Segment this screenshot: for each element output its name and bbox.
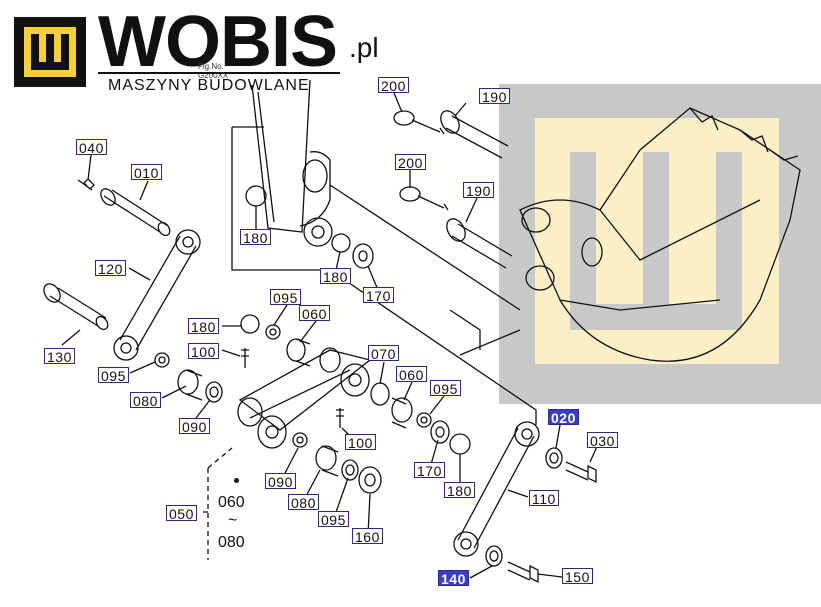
h-link <box>238 349 372 431</box>
part-label-130[interactable]: 130 <box>44 348 75 365</box>
part-label-030[interactable]: 030 <box>587 432 618 449</box>
part-label-090-b[interactable]: 090 <box>265 473 296 490</box>
part-label-020[interactable]: 020 <box>548 409 579 426</box>
part-label-095-b[interactable]: 095 <box>270 289 301 306</box>
pin-130 <box>49 287 107 327</box>
part-label-170-a[interactable]: 170 <box>363 287 394 304</box>
figure-number-label: Fig.No. <box>198 62 224 71</box>
part-label-010[interactable]: 010 <box>131 164 162 181</box>
part-label-100-a[interactable]: 100 <box>188 343 219 360</box>
part-label-070[interactable]: 070 <box>368 345 399 362</box>
part-label-050[interactable]: 050 <box>166 505 197 522</box>
part-label-080-b[interactable]: 080 <box>288 494 319 511</box>
boom-arm <box>251 79 311 233</box>
pin-010 <box>103 189 169 233</box>
range-note-tilde: ~ <box>228 512 238 529</box>
part-label-160[interactable]: 160 <box>352 528 383 545</box>
part-label-090-a[interactable]: 090 <box>179 418 210 435</box>
part-label-180-d[interactable]: 180 <box>444 482 475 499</box>
part-label-180-b[interactable]: 180 <box>240 229 271 246</box>
part-label-095-a[interactable]: 095 <box>98 367 129 384</box>
part-label-200-b[interactable]: 200 <box>395 154 426 171</box>
part-label-040[interactable]: 040 <box>76 139 107 156</box>
bucket <box>519 107 801 362</box>
part-label-120[interactable]: 120 <box>95 260 126 277</box>
part-label-170-b[interactable]: 170 <box>414 462 445 479</box>
part-label-100-b[interactable]: 100 <box>345 434 376 451</box>
range-note-to: 080 <box>218 534 245 551</box>
part-label-095-c[interactable]: 095 <box>430 380 461 397</box>
part-label-060-b[interactable]: 060 <box>396 366 427 383</box>
part-label-180-c[interactable]: 180 <box>320 268 351 285</box>
part-label-060-a[interactable]: 060 <box>299 305 330 322</box>
link-110 <box>457 427 535 549</box>
pin-190-lower <box>451 223 513 269</box>
part-label-140[interactable]: 140 <box>438 570 469 587</box>
part-label-095-d[interactable]: 095 <box>318 511 349 528</box>
logo-inner <box>24 27 76 77</box>
pin-190-top <box>445 115 509 159</box>
brand-underline <box>98 72 340 74</box>
brand-name: WOBIS <box>98 2 338 82</box>
range-dot <box>234 478 239 483</box>
part-label-150[interactable]: 150 <box>562 568 593 585</box>
figure-code: G200XX <box>198 71 229 80</box>
part-label-190-a[interactable]: 190 <box>479 88 510 105</box>
part-label-110[interactable]: 110 <box>529 490 559 507</box>
logo-mark <box>14 17 86 87</box>
brand-tld: .pl <box>349 32 379 63</box>
part-label-200-a[interactable]: 200 <box>378 77 409 94</box>
part-label-180-a[interactable]: 180 <box>188 318 219 335</box>
brand-subtitle: MASZYNY BUDOWLANE <box>108 77 310 94</box>
logo-glyph-icon <box>31 34 69 70</box>
link-120 <box>119 235 197 351</box>
range-note-from: 060 <box>218 494 245 511</box>
part-label-080-a[interactable]: 080 <box>130 392 161 409</box>
part-label-190-b[interactable]: 190 <box>463 182 494 199</box>
